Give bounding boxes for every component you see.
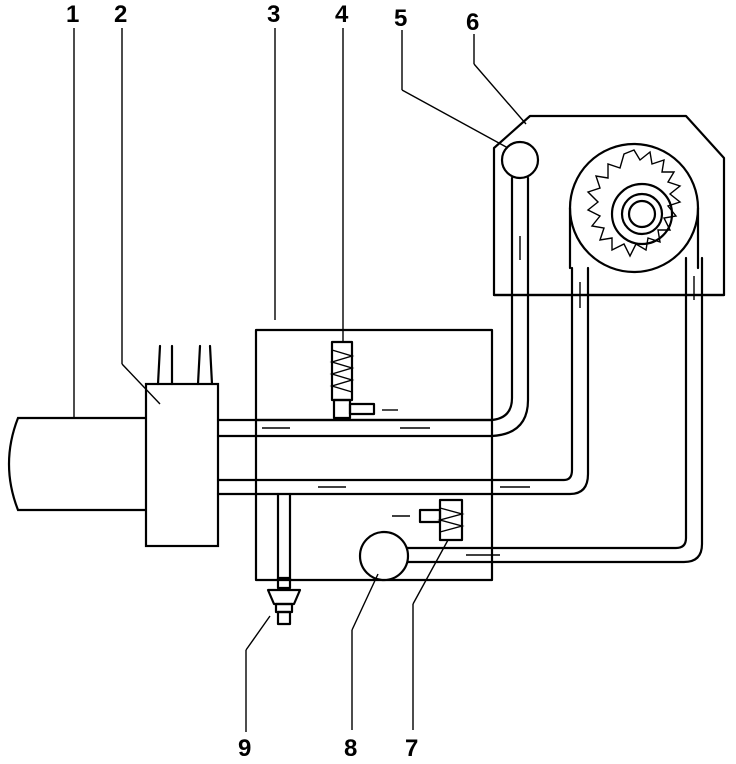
pipe-drain xyxy=(276,492,292,582)
label-3: 3 xyxy=(267,1,280,28)
pipe-middle xyxy=(216,266,574,482)
pipe-lower xyxy=(402,256,688,550)
drain-plug-9 xyxy=(266,576,302,626)
gear-pump xyxy=(568,142,700,274)
label-4: 4 xyxy=(335,1,349,28)
label-9: 9 xyxy=(238,735,251,762)
pipe-upper xyxy=(216,176,514,422)
motor xyxy=(7,416,150,512)
label-6: 6 xyxy=(466,9,479,36)
leader-lines xyxy=(73,28,527,732)
reservoir-lower xyxy=(254,418,494,582)
filter-8 xyxy=(358,530,410,582)
valve-4 xyxy=(329,340,398,420)
label-1: 1 xyxy=(66,1,79,28)
label-8: 8 xyxy=(344,735,357,762)
sensor-5 xyxy=(500,140,540,180)
control-block xyxy=(144,382,220,548)
label-5: 5 xyxy=(394,5,407,32)
label-7: 7 xyxy=(405,735,418,762)
valve-7 xyxy=(392,498,465,542)
label-2: 2 xyxy=(114,1,127,28)
